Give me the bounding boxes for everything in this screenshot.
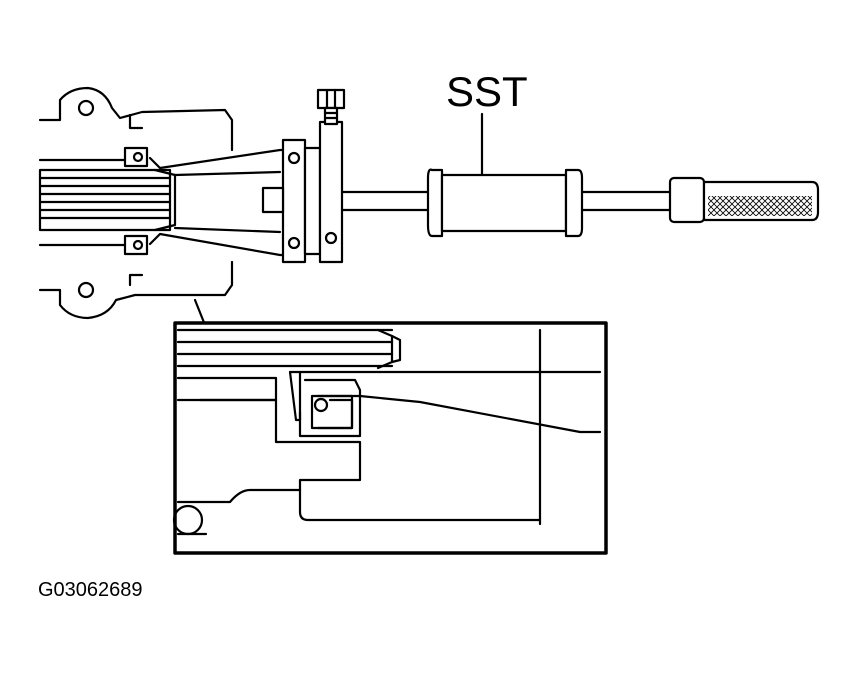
figure-id-label: G03062689 [38,579,143,601]
adjusting-bolt [316,88,346,126]
bolt-hole-bottom [77,281,95,299]
puller-yoke [261,120,344,264]
steering-shaft [38,168,177,232]
detail-inset [172,321,608,555]
slide-hammer-handle [668,176,820,224]
oil-seal [123,146,149,256]
steering-housing [38,86,234,320]
sst-label: SST [446,68,528,115]
slide-hammer-weight [426,168,584,238]
bolt-hole-top [77,99,95,117]
slide-hammer-rod [340,190,672,212]
